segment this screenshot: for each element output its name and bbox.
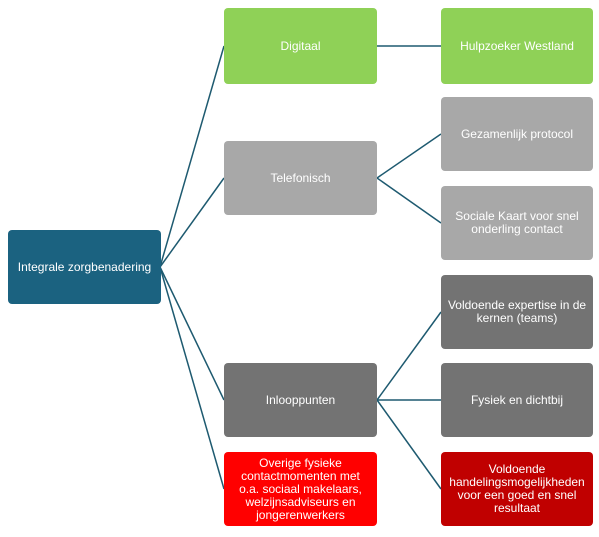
leaf-gezamenlijk-protocol: Gezamenlijk protocol xyxy=(441,97,593,171)
leaf-fysiek-label: Fysiek en dichtbij xyxy=(470,392,564,407)
leaf-expertise-label: Voldoende expertise in de kernen (teams) xyxy=(447,298,587,325)
branch-digitaal: Digitaal xyxy=(224,8,377,84)
branch-inlooppunten-label: Inlooppunten xyxy=(265,392,336,407)
connector-root-overige xyxy=(159,266,225,490)
leaf-protocol-label: Gezamenlijk protocol xyxy=(460,126,574,141)
connector-inlooppunten-handelingsmogelijkheden xyxy=(376,399,442,490)
branch-telefonisch-label: Telefonisch xyxy=(270,170,331,185)
root-label: Integrale zorgbenadering xyxy=(17,259,152,274)
branch-overige-contactmomenten: Overige fysieke contactmomenten met o.a.… xyxy=(224,452,377,526)
leaf-voldoende-expertise: Voldoende expertise in de kernen (teams) xyxy=(441,275,593,349)
connector-root-inlooppunten xyxy=(159,266,225,401)
leaf-sociale-kaart: Sociale Kaart voor snel onderling contac… xyxy=(441,186,593,260)
leaf-sociale-kaart-label: Sociale Kaart voor snel onderling contac… xyxy=(455,209,579,236)
connector-root-telefonisch xyxy=(159,177,225,268)
leaf-hulpzoeker-westland: Hulpzoeker Westland xyxy=(441,8,593,84)
leaf-fysiek-dichtbij: Fysiek en dichtbij xyxy=(441,363,593,437)
connector-root-digitaal xyxy=(159,45,225,268)
leaf-handelingsmogelijkheden: Voldoende handelingsmogelijkheden voor e… xyxy=(441,452,593,526)
branch-telefonisch: Telefonisch xyxy=(224,141,377,215)
connector-telefonisch-sociale-kaart xyxy=(376,177,442,224)
branch-overige-label: Overige fysieke contactmomenten met o.a.… xyxy=(239,455,362,522)
root-node: Integrale zorgbenadering xyxy=(8,230,161,304)
connector-inlooppunten-expertise xyxy=(376,311,442,401)
connector-telefonisch-protocol xyxy=(376,133,442,179)
branch-digitaal-label: Digitaal xyxy=(280,38,321,53)
leaf-hulpzoeker-label: Hulpzoeker Westland xyxy=(460,38,574,53)
branch-inlooppunten: Inlooppunten xyxy=(224,363,377,437)
leaf-handelingsmogelijkheden-label: Voldoende handelingsmogelijkheden voor e… xyxy=(449,462,585,515)
